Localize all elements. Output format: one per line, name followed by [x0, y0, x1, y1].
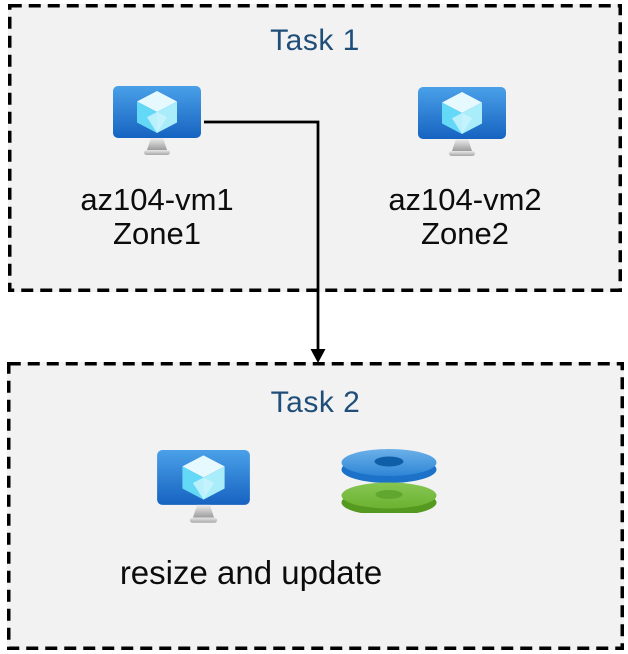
- task2-box: Task 2 resize and update: [7, 362, 624, 650]
- vm2-label: az104-vm2 Zone2: [345, 183, 585, 251]
- vm1-name: az104-vm1: [80, 182, 234, 217]
- task1-box: Task 1 az104-vm1 Zone1 az104-vm2 Zone2: [8, 4, 622, 292]
- vm2-zone: Zone2: [421, 216, 509, 251]
- task2-managed-disks-icon: [338, 447, 440, 513]
- vm2-name: az104-vm2: [388, 182, 542, 217]
- task2-virtual-machine-icon: [155, 450, 252, 526]
- vm1-virtual-machine-icon: [111, 86, 203, 158]
- task2-dashed-border: [7, 362, 624, 650]
- task2-caption: resize and update: [119, 554, 383, 591]
- task2-title: Task 2: [270, 386, 361, 419]
- task1-title: Task 1: [270, 24, 360, 57]
- vm1-zone: Zone1: [113, 216, 201, 251]
- vm1-label: az104-vm1 Zone1: [37, 183, 277, 251]
- vm2-virtual-machine-icon: [416, 87, 508, 159]
